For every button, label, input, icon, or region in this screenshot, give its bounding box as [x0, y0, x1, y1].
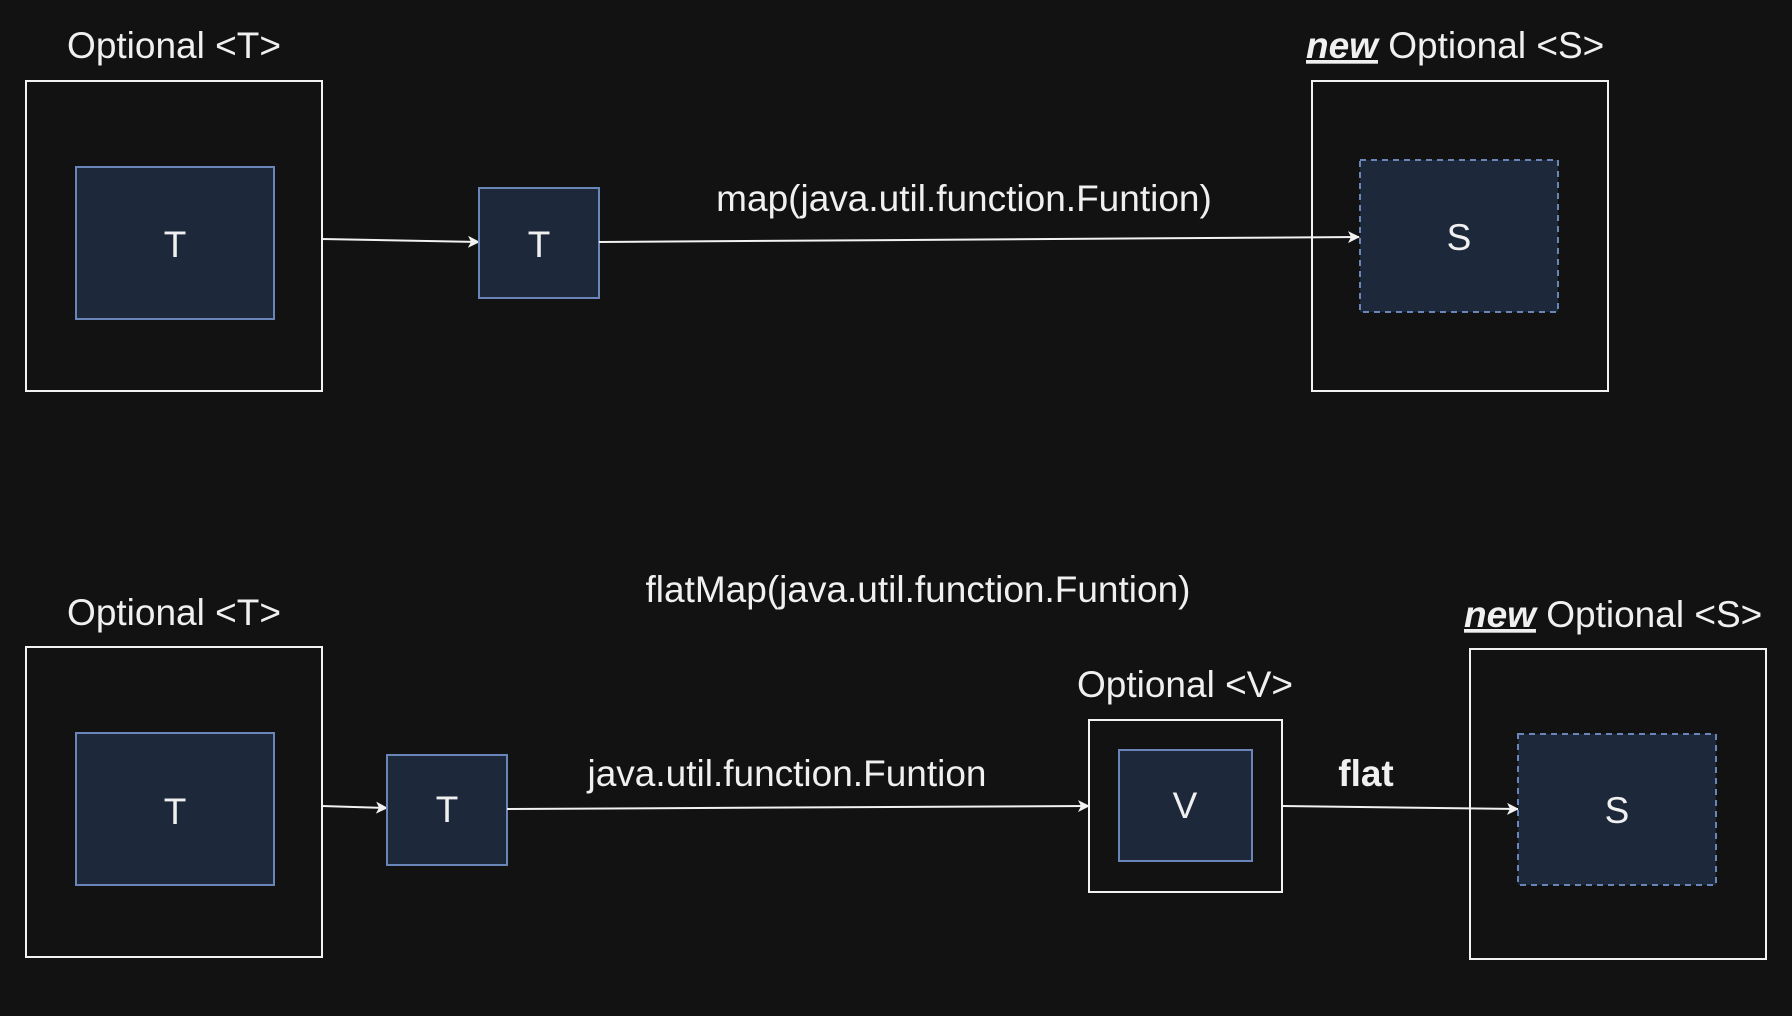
flatmap-result-value-box: [1517, 733, 1717, 886]
map-result-optional-box: [1311, 80, 1609, 392]
flatmap-result-new-word: new: [1464, 594, 1538, 635]
flatmap-flat-arrow: [1281, 802, 1519, 815]
flatmap-intermediate-value: V: [1173, 785, 1198, 826]
flatmap-heading: flatMap(java.util.function.Funtion): [646, 569, 1191, 610]
flatmap-flat-label: flat: [1338, 753, 1394, 794]
map-unwrap-arrow: [321, 235, 480, 248]
map-result-new-word: new: [1306, 25, 1380, 66]
map-result-title-rest: Optional <S>: [1378, 25, 1604, 66]
flatmap-unwrapped-value: T: [436, 789, 459, 830]
flatmap-row: flatMap(java.util.function.Funtion) Opti…: [25, 569, 1767, 960]
flatmap-result-title-rest: Optional <S>: [1536, 594, 1762, 635]
map-row: Optional <T> T T map(java.util.function.…: [25, 25, 1609, 392]
map-source-optional-box: [25, 80, 323, 392]
flatmap-unwrap-arrow: [321, 801, 388, 814]
flatmap-function-label: java.util.function.Funtion: [586, 753, 986, 794]
flatmap-result-optional-box: [1469, 648, 1767, 960]
flatmap-unwrapped-value-box: [386, 754, 508, 866]
map-source-value: T: [164, 224, 187, 265]
map-unwrapped-value: T: [528, 224, 551, 265]
map-source-value-box: [75, 166, 275, 320]
map-result-value: S: [1447, 217, 1472, 258]
flatmap-result-title: new Optional <S>: [1464, 594, 1762, 635]
flatmap-source-value-box: [75, 732, 275, 886]
flatmap-intermediate-value-box: [1118, 749, 1253, 862]
flatmap-source-optional-box: [25, 646, 323, 958]
flatmap-source-title: Optional <T>: [67, 592, 281, 633]
flatmap-source-value: T: [164, 791, 187, 832]
flatmap-function-arrow: [506, 800, 1090, 813]
map-function-label: map(java.util.function.Funtion): [716, 178, 1212, 219]
flatmap-result-value: S: [1605, 790, 1630, 831]
map-result-value-box: [1359, 159, 1559, 313]
map-source-title: Optional <T>: [67, 25, 281, 66]
map-unwrapped-value-box: [478, 187, 600, 299]
flatmap-intermediate-title: Optional <V>: [1077, 664, 1293, 705]
map-function-arrow: [598, 231, 1360, 244]
map-result-title: new Optional <S>: [1306, 25, 1604, 66]
